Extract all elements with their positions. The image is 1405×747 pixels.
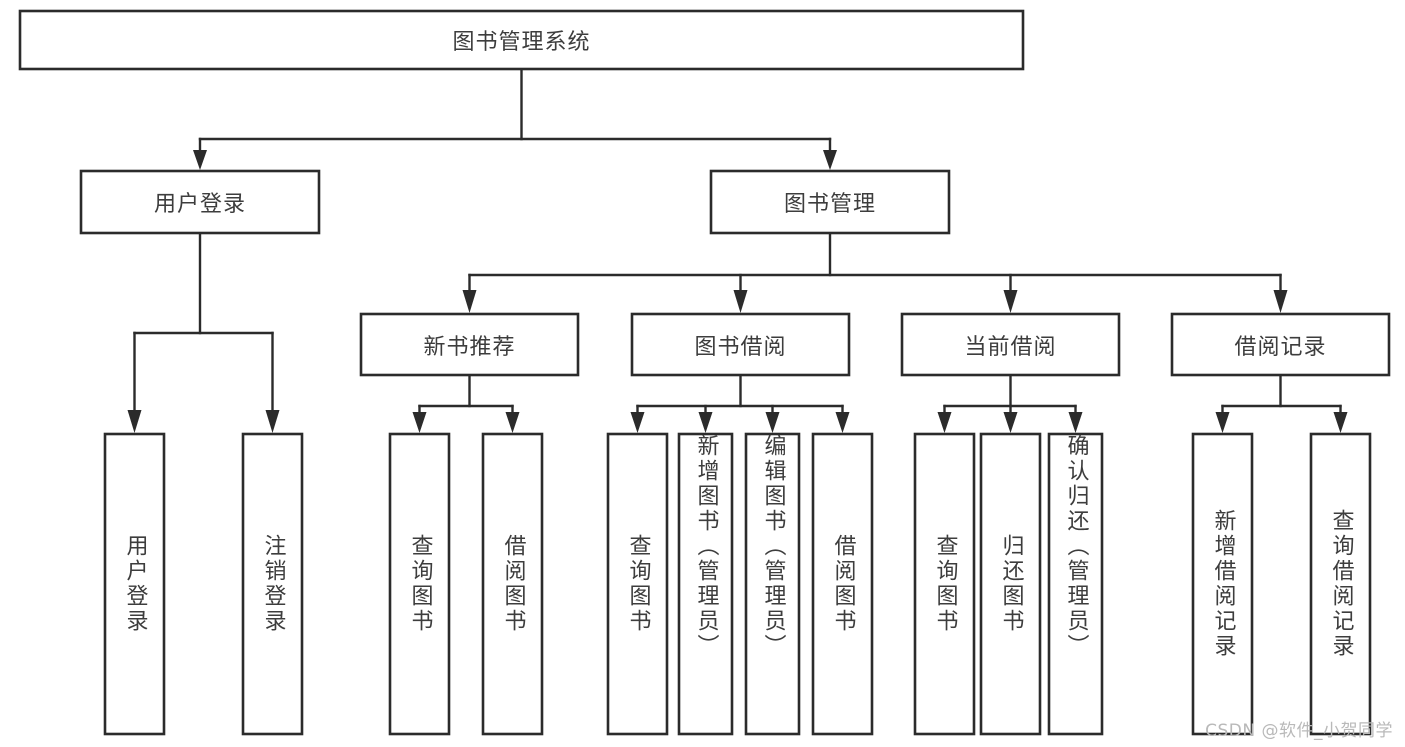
arrowhead-current-borrow [1003, 290, 1018, 313]
node-leaf-borrow-book-bb[interactable] [811, 432, 874, 736]
node-leaf-add-book[interactable] [677, 432, 734, 736]
node-leaf-logout[interactable] [241, 432, 304, 736]
arrowhead-leaf-query-record [1333, 412, 1348, 433]
node-leaf-user-login[interactable] [103, 432, 166, 736]
arrowhead-borrow-record [1273, 290, 1288, 313]
node-leaf-add-record[interactable] [1191, 432, 1254, 736]
arrowhead-user-login [193, 150, 207, 170]
node-root[interactable] [18, 9, 1025, 71]
node-leaf-query-book-rec[interactable] [388, 432, 451, 736]
node-user-login[interactable] [79, 169, 321, 235]
node-leaf-return-book[interactable] [979, 432, 1042, 736]
node-leaf-query-book-cb[interactable] [913, 432, 976, 736]
node-current-borrow[interactable] [900, 312, 1121, 377]
arrowhead-leaf-user-login [127, 410, 142, 433]
node-book-borrow[interactable] [630, 312, 851, 377]
node-leaf-query-record[interactable] [1309, 432, 1372, 736]
node-leaf-query-book-bb[interactable] [606, 432, 669, 736]
node-borrow-record[interactable] [1170, 312, 1391, 377]
arrowhead-leaf-borrow-book-rec [505, 412, 520, 433]
arrowhead-leaf-return-book [1003, 412, 1018, 433]
node-leaf-confirm-return[interactable] [1047, 432, 1104, 736]
arrowhead-leaf-query-book-cb [937, 412, 952, 433]
arrowhead-leaf-query-book-rec [412, 412, 427, 433]
arrowhead-leaf-add-book [698, 412, 713, 433]
arrowhead-new-book-rec [462, 290, 477, 313]
arrowhead-leaf-add-record [1215, 412, 1230, 433]
connector-layer [127, 67, 1348, 433]
arrowhead-book-borrow [733, 290, 748, 313]
arrowhead-leaf-logout [265, 410, 280, 433]
node-layer [18, 9, 1391, 736]
arrowhead-leaf-edit-book [765, 412, 780, 433]
node-book-manage[interactable] [709, 169, 951, 235]
node-leaf-edit-book[interactable] [744, 432, 801, 736]
arrowhead-book-manage [823, 150, 837, 170]
node-leaf-borrow-book-rec[interactable] [481, 432, 544, 736]
arrowhead-leaf-query-book-bb [630, 412, 645, 433]
node-new-book-rec[interactable] [359, 312, 580, 377]
arrowhead-leaf-borrow-book-bb [835, 412, 850, 433]
arrowhead-leaf-confirm-return [1068, 412, 1083, 433]
